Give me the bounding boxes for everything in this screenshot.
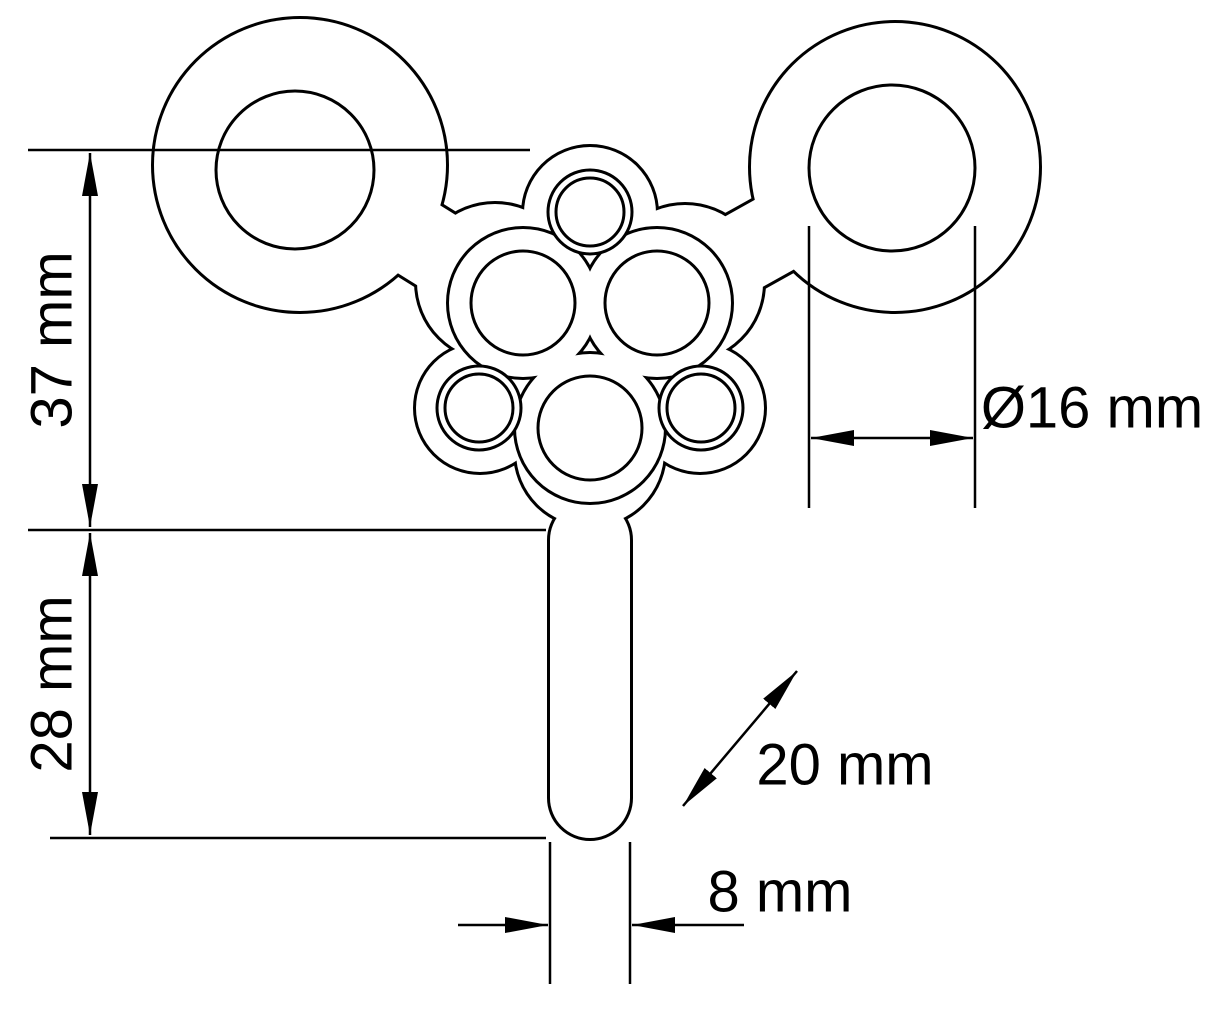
boss-lower-right-inner: [665, 372, 737, 444]
dim-label-8mm: 8 mm: [708, 860, 853, 925]
boss-top-outer: [546, 168, 634, 256]
socket-circles: [469, 249, 711, 482]
boss-lower-left-inner: [443, 372, 515, 444]
boss-lower-right-outer: [657, 364, 745, 452]
socket-circle-upper-left: [469, 249, 577, 357]
dimension-28mm: 28 mm: [20, 533, 98, 835]
dim-label-16mm: Ø16 mm: [981, 376, 1203, 441]
body-fill-shape: [550, 500, 630, 838]
dimension-annotations: 37 mm 28 mm Ø16 mm 20 mm 8 mm: [20, 148, 1203, 984]
left-ring-bore: [214, 89, 376, 251]
dimension-37mm: 37 mm: [20, 153, 98, 527]
right-ring-bore: [807, 83, 977, 253]
dimension-20mm: 20 mm: [682, 670, 934, 807]
boss-top-inner: [554, 176, 626, 248]
socket-circle-bottom: [536, 374, 644, 482]
dim-label-20mm: 20 mm: [756, 733, 933, 798]
boss-lower-left-outer: [435, 364, 523, 452]
dim-label-37mm: 37 mm: [20, 251, 85, 428]
socket-circle-upper-right: [603, 249, 711, 357]
boss-circles: [435, 168, 745, 452]
dimension-16mm: Ø16 mm: [807, 226, 1203, 508]
dimension-arrow-20mm: [682, 670, 798, 807]
dim-label-28mm: 28 mm: [20, 595, 85, 772]
dimension-8mm: 8 mm: [458, 842, 853, 984]
